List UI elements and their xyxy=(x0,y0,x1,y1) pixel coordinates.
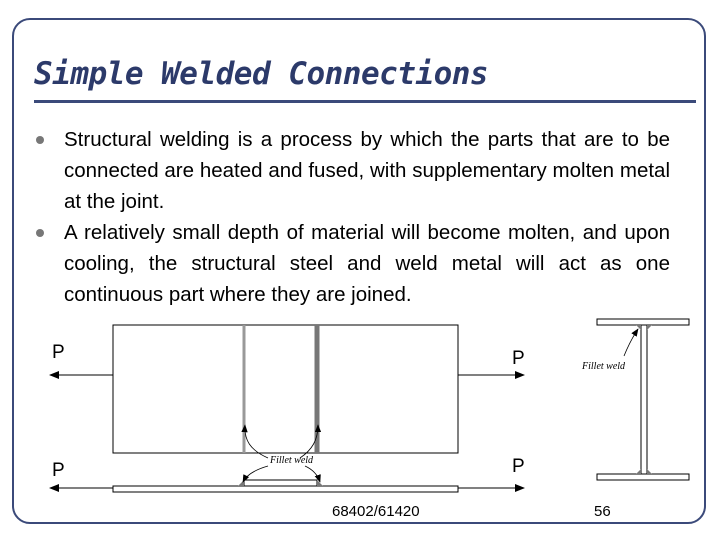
page-number: 56 xyxy=(594,503,611,520)
bullet-list: Structural welding is a process by which… xyxy=(30,124,670,310)
plate-girder-section xyxy=(596,318,690,481)
bullet-text: Structural welding is a process by which… xyxy=(64,128,670,213)
slide-frame xyxy=(12,18,706,524)
load-label-p: P xyxy=(52,342,65,363)
slide-title: Simple Welded Connections xyxy=(34,56,489,92)
fillet-weld-triangle xyxy=(647,469,652,474)
bullet-item: A relatively small depth of material wil… xyxy=(30,217,670,310)
footer-reference: 68402/61420 xyxy=(332,503,420,520)
elevation-view-plates xyxy=(112,479,459,493)
load-label-p: P xyxy=(52,460,65,481)
fillet-weld-triangle xyxy=(636,469,641,474)
bullet-item: Structural welding is a process by which… xyxy=(30,124,670,217)
fillet-weld-leader xyxy=(242,465,269,483)
title-underline xyxy=(34,100,696,103)
bullet-dot-icon xyxy=(36,136,44,144)
fillet-weld-leader xyxy=(623,328,639,357)
bullet-text: A relatively small depth of material wil… xyxy=(64,221,670,306)
plan-view-plates xyxy=(112,324,459,454)
fillet-weld-label: Fillet weld xyxy=(269,455,314,466)
fillet-weld-leader xyxy=(299,424,322,459)
fillet-weld-triangle xyxy=(238,480,244,486)
bullet-dot-icon xyxy=(36,229,44,237)
fillet-weld-leader xyxy=(304,465,321,483)
fillet-weld-leader xyxy=(241,424,269,459)
load-label-p: P xyxy=(512,348,525,369)
fillet-weld-triangle xyxy=(636,325,641,330)
fillet-weld-triangle xyxy=(647,325,652,330)
load-label-p: P xyxy=(512,456,525,477)
fillet-weld-label-right: Fillet weld xyxy=(581,361,626,372)
